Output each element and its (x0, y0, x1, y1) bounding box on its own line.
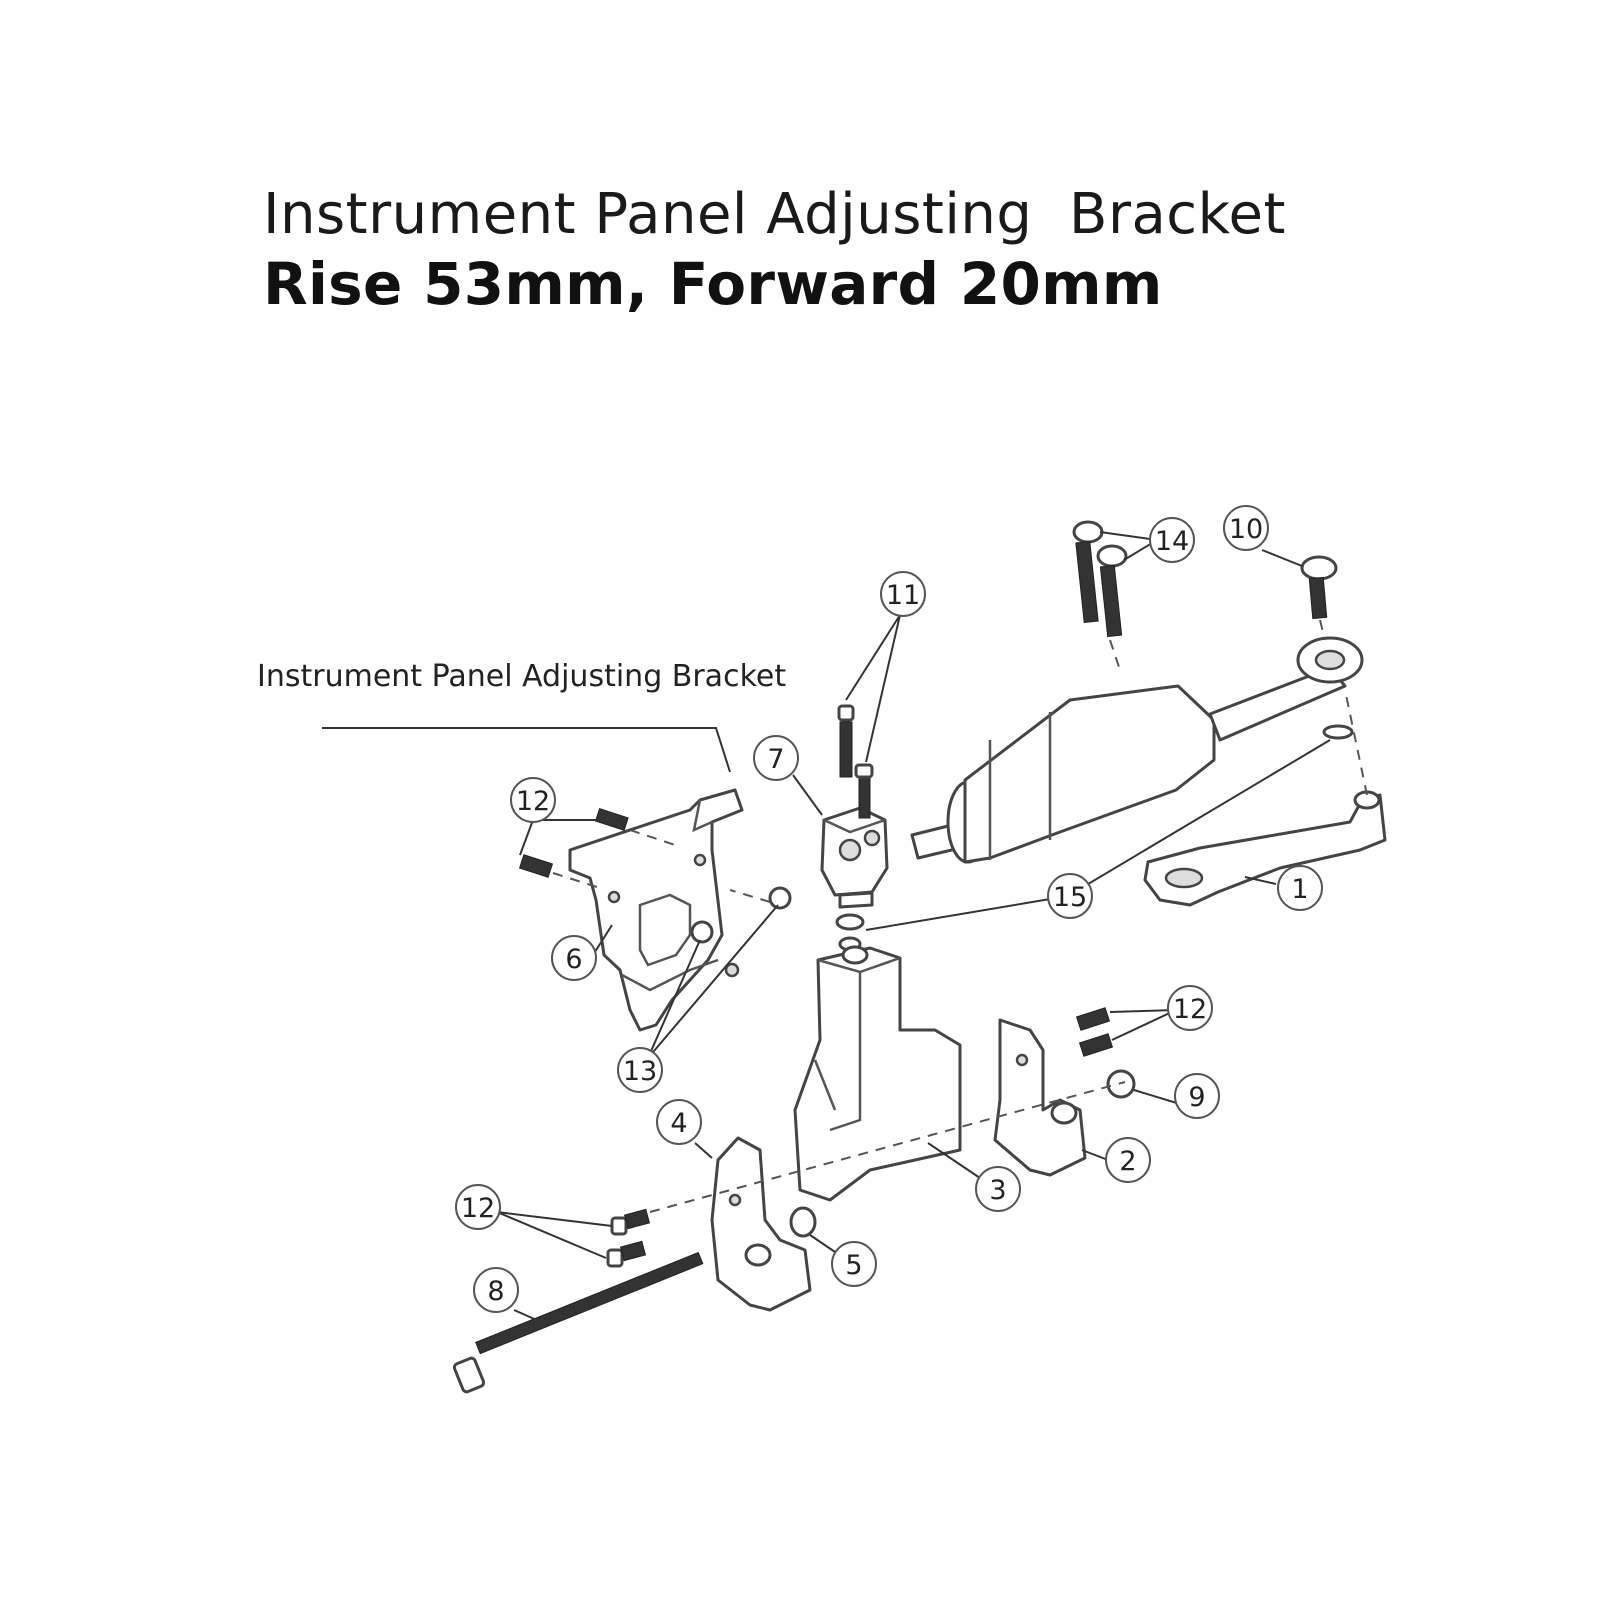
leader-11 (845, 614, 901, 763)
svg-text:3: 3 (989, 1175, 1006, 1206)
part-15-washers (835, 724, 1354, 952)
callout-4: 4 (656, 1099, 702, 1145)
svg-text:14: 14 (1155, 526, 1189, 557)
part-8-long-bolt (452, 1251, 704, 1394)
leader-15 (865, 739, 1331, 931)
svg-text:12: 12 (461, 1193, 495, 1224)
steering-damper (910, 636, 1364, 864)
callout-10: 10 (1223, 505, 1269, 551)
part-7-clamp-block (820, 806, 889, 909)
part-14-bolts (1072, 520, 1128, 671)
callout-14: 14 (1149, 517, 1195, 563)
leader-1 (1244, 876, 1277, 885)
svg-text:8: 8 (487, 1276, 504, 1307)
leader-7 (792, 774, 823, 816)
svg-text:4: 4 (670, 1108, 687, 1139)
svg-text:7: 7 (767, 744, 784, 775)
callout-2: 2 (1105, 1137, 1151, 1183)
svg-text:2: 2 (1119, 1146, 1136, 1177)
svg-text:6: 6 (565, 944, 582, 975)
svg-text:5: 5 (845, 1250, 862, 1281)
leader-2 (1081, 1149, 1109, 1161)
part-4-left-clamp (710, 1136, 812, 1312)
part-12-screws-right (1075, 1007, 1114, 1057)
leader-12a (519, 819, 602, 856)
svg-text:12: 12 (516, 786, 550, 817)
callout-11: 11 (880, 571, 926, 617)
leader-4 (694, 1142, 713, 1159)
svg-text:9: 9 (1188, 1082, 1205, 1113)
part-11-bolts (837, 704, 874, 819)
part-2-right-clamp (993, 1018, 1087, 1177)
callout-15: 15 (1047, 873, 1093, 919)
callout-1: 1 (1277, 865, 1323, 911)
bracket-part-label: Instrument Panel Adjusting Bracket (257, 659, 786, 694)
callout-12-right: 12 (1167, 985, 1213, 1031)
svg-text:10: 10 (1229, 514, 1263, 545)
svg-text:12: 12 (1173, 994, 1207, 1025)
svg-text:1: 1 (1291, 874, 1308, 905)
callout-5: 5 (831, 1241, 877, 1287)
leader-12b (1109, 1009, 1177, 1041)
callout-12-upper-left: 12 (510, 777, 556, 823)
part-12-screws-upper-left (518, 808, 676, 889)
leader-9 (1133, 1089, 1181, 1105)
callout-6: 6 (551, 935, 597, 981)
leader-10 (1261, 549, 1303, 567)
part-5-washer (789, 1206, 817, 1238)
part-3-main-mount (793, 945, 962, 1202)
part-12-screws-lower-left (606, 1208, 651, 1268)
leader-13 (647, 904, 779, 1059)
callout-3: 3 (975, 1166, 1021, 1212)
svg-text:11: 11 (886, 580, 920, 611)
leader-12c (496, 1211, 613, 1259)
callout-9: 9 (1174, 1073, 1220, 1119)
bracket-label-leader (322, 727, 731, 773)
callout-12-lower-left: 12 (455, 1184, 501, 1230)
svg-text:15: 15 (1053, 882, 1087, 913)
svg-text:13: 13 (623, 1056, 657, 1087)
diagram-title: Instrument Panel Adjusting Bracket (263, 182, 1286, 247)
part-1-arm (1143, 689, 1387, 907)
diagram-subtitle: Rise 53mm, Forward 20mm (263, 250, 1163, 318)
callout-13: 13 (617, 1047, 663, 1093)
callout-8: 8 (473, 1267, 519, 1313)
part-13-nuts (690, 886, 792, 944)
leader-5 (809, 1234, 839, 1255)
leader-6 (592, 924, 613, 956)
part-6-instrument-bracket (568, 788, 744, 1032)
part-10-bolt (1300, 555, 1338, 641)
leader-3 (927, 1142, 981, 1179)
callout-7: 7 (753, 735, 799, 781)
leader-8 (513, 1309, 549, 1326)
